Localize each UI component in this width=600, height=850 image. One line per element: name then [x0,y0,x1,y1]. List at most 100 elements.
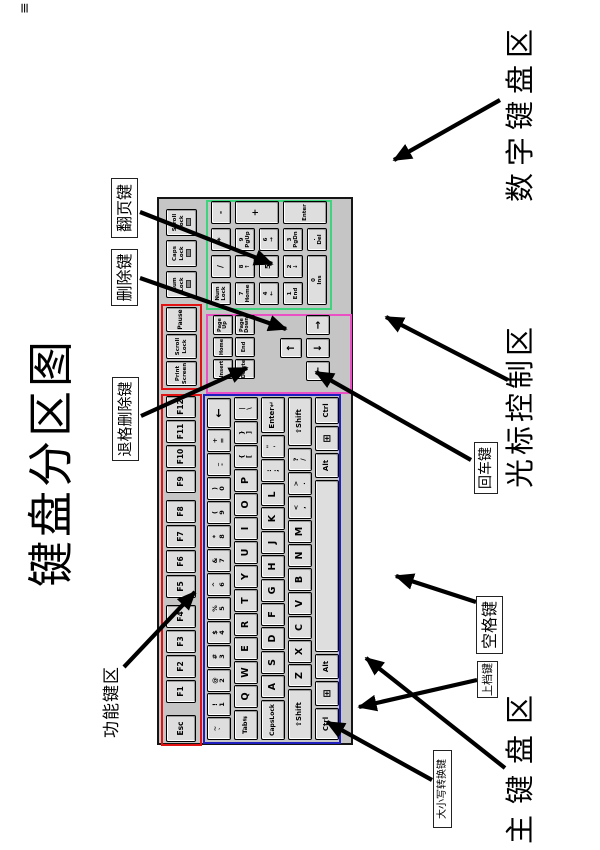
page-title: 键盘分区图 [24,337,78,587]
key-np-minus: - [211,201,231,224]
callout-shift-key: 上档键 [477,661,498,698]
arrow-numpad-zone [392,98,502,162]
key-f12: F12 [166,396,196,418]
key-4: $4 [207,621,231,644]
key-quote: "' [261,435,285,458]
key-arrow-down: ↓ [306,338,330,358]
key-alt-right: Alt [315,453,339,478]
key-np-6: 6→ [259,228,279,251]
callout-backspace-key: 退格删除键 [112,377,139,461]
key-a: A [261,675,285,698]
key-ctrl-right: Ctrl [315,397,339,424]
key-o: O [234,493,258,516]
key-insert: Insert [213,359,233,379]
callout-enter-key: 回车键 [474,442,498,494]
key-n: N [288,544,312,567]
key-f9: F9 [166,470,196,493]
led-square [185,249,191,258]
key-0: )0 [207,477,231,500]
key-w: W [234,661,258,684]
key-9: (9 [207,501,231,524]
key-f10: F10 [166,445,196,468]
key-r: R [234,613,258,636]
key-caps-lock: CapsLock [261,700,285,740]
key-m: M [288,520,312,543]
label-main-zone: 主键盘区 [503,683,537,844]
key-np-5: 5 [259,255,279,278]
key-comma: <, [288,496,312,519]
key-f3: F3 [166,630,196,653]
key-esc: Esc [166,715,196,742]
key-b: B [288,568,312,591]
key-d: D [261,627,285,650]
led-square [185,280,191,289]
key-3: #3 [207,645,231,668]
key-lbracket: {[ [234,445,258,468]
key-c: C [288,616,312,639]
arrow-space-key [394,573,477,604]
key-shift-right: ⇧Shift [288,397,312,446]
key-np-8: 8↑ [235,255,255,278]
key-v: V [288,592,312,615]
key-t: T [234,589,258,612]
callout-delete-key: 删除键 [111,249,138,306]
label-function-zone: 功能键区 [102,666,122,738]
key-tab: Tab⇆ [234,710,258,740]
key-h: H [261,555,285,578]
key-pause: Pause [166,307,197,332]
key-f6: F6 [166,550,196,573]
arrow-shift-key [357,677,478,712]
key-np-plus: + [235,201,279,224]
key-5: %5 [207,597,231,620]
label-cursor-zone: 光标控制区 [503,322,537,488]
key-x: X [288,640,312,663]
arrow-cursor-zone [384,315,509,382]
key-enter: Enter↵ [261,397,285,433]
key-np-multiply: * [211,228,231,251]
key-g: G [261,579,285,602]
key-backspace: ← [207,398,231,428]
key-np-4: 4← [259,282,279,305]
key-period: >. [288,472,312,495]
key-u: U [234,541,258,564]
key-np-dot: .Del [307,228,327,251]
key-semicolon: :; [261,459,285,482]
key-f2: F2 [166,655,196,678]
key-end: End [235,337,255,357]
key-arrow-left: ← [306,361,330,381]
key-f4: F4 [166,605,196,628]
key-k: K [261,507,285,530]
key-f: F [261,603,285,626]
key-np-2: 2↓ [283,255,303,278]
key-f1: F1 [166,680,196,703]
key-8: *8 [207,525,231,548]
key-q: Q [234,685,258,708]
key-z: Z [288,664,312,687]
key-l: L [261,483,285,506]
key-f8: F8 [166,500,196,523]
corner-mark: ≡ [17,2,33,14]
key-i: I [234,517,258,540]
key-f5: F5 [166,575,196,598]
key-7: &7 [207,549,231,572]
key-f7: F7 [166,525,196,548]
callout-space-key: 空格键 [476,596,503,654]
key-shift-left: ⇧Shift [288,689,312,740]
key-slash: ?/ [288,448,312,471]
key-win-left: ⊞ [315,681,339,706]
key-np-divide: / [211,255,231,278]
